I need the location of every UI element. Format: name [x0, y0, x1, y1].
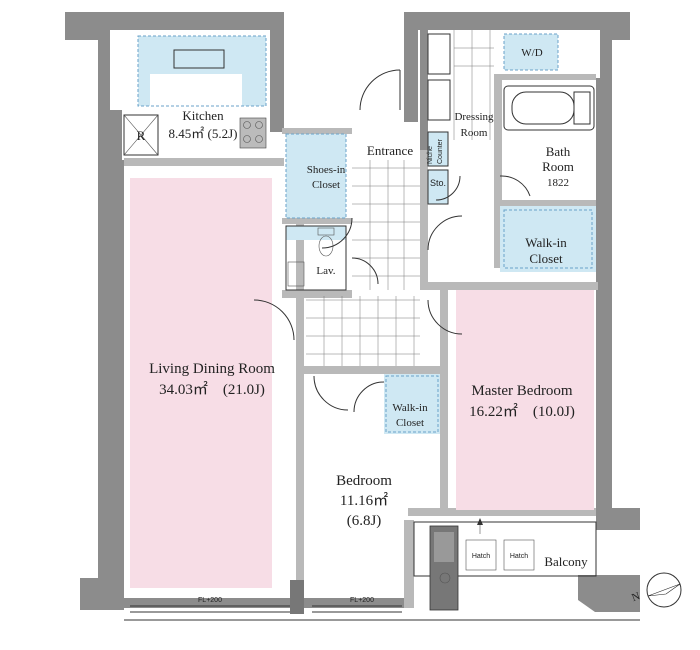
- doors: [253, 69, 531, 413]
- bath-size-label: 1822: [547, 177, 569, 189]
- kitchen-area-label: 8.45㎡ (5.2J): [169, 126, 238, 141]
- kitchen-area: [123, 35, 267, 156]
- dressing-room-area: [427, 30, 559, 205]
- kitchen-label: Kitchen: [182, 108, 224, 123]
- walkin-bedroom-label: Walk-in: [392, 402, 428, 414]
- washer-dryer-label: W/D: [521, 47, 542, 59]
- bath-room-label: Room: [542, 159, 574, 174]
- balcony-label: Balcony: [544, 554, 588, 569]
- living-dining-label: Living Dining Room: [149, 361, 275, 377]
- counter-label: Counter: [437, 138, 444, 164]
- bath-room-area: [503, 85, 595, 131]
- walkin-master-label-2: Closet: [529, 251, 563, 266]
- exterior-walls: [65, 12, 640, 612]
- entrance-floor: [306, 160, 420, 366]
- shoes-closet-area: [285, 133, 347, 219]
- interior-partitions: [124, 74, 598, 608]
- living-dining-area-label: 34.03㎡ (21.0J): [159, 381, 265, 398]
- walkin-master-label: Walk-in: [525, 235, 567, 250]
- storage-label: Sto.: [430, 178, 446, 188]
- bath-label: Bath: [546, 144, 571, 159]
- dressing-room-label: Dressing: [454, 111, 494, 123]
- floor-level-right: FL+200: [350, 597, 374, 604]
- walkin-bedroom-area: [384, 374, 440, 434]
- shoes-closet-label: Shoes-in: [307, 164, 346, 176]
- entrance-label: Entrance: [367, 143, 413, 158]
- floor-level-left: FL+200: [198, 597, 222, 604]
- shoes-closet-label-2: Closet: [312, 179, 340, 191]
- lavatory-label: Lav.: [316, 265, 335, 277]
- lavatory-area: [285, 225, 347, 291]
- refrigerator-label: R: [137, 128, 146, 143]
- living-dining-highlight: [130, 178, 272, 588]
- balcony-area: [413, 518, 597, 611]
- niche-label: Niche: [427, 146, 434, 164]
- bedroom-label: Bedroom: [336, 473, 392, 489]
- walkin-bedroom-label-2: Closet: [396, 417, 424, 429]
- bedroom-tatami-label: (6.8J): [347, 513, 382, 529]
- compass-icon: N: [630, 572, 682, 608]
- dressing-room-label-2: Room: [461, 127, 488, 139]
- master-bedroom-area-label: 16.22㎡ (10.0J): [469, 403, 575, 420]
- master-bedroom-label: Master Bedroom: [471, 383, 573, 399]
- master-bedroom-highlight: [456, 290, 594, 510]
- bedroom-area-label: 11.16㎡: [340, 492, 388, 509]
- compass-north-label: N: [630, 590, 642, 604]
- hatch-label-2: Hatch: [510, 553, 528, 560]
- hatch-label-1: Hatch: [472, 553, 490, 560]
- windows: [124, 580, 640, 621]
- walkin-master-area: [500, 206, 596, 272]
